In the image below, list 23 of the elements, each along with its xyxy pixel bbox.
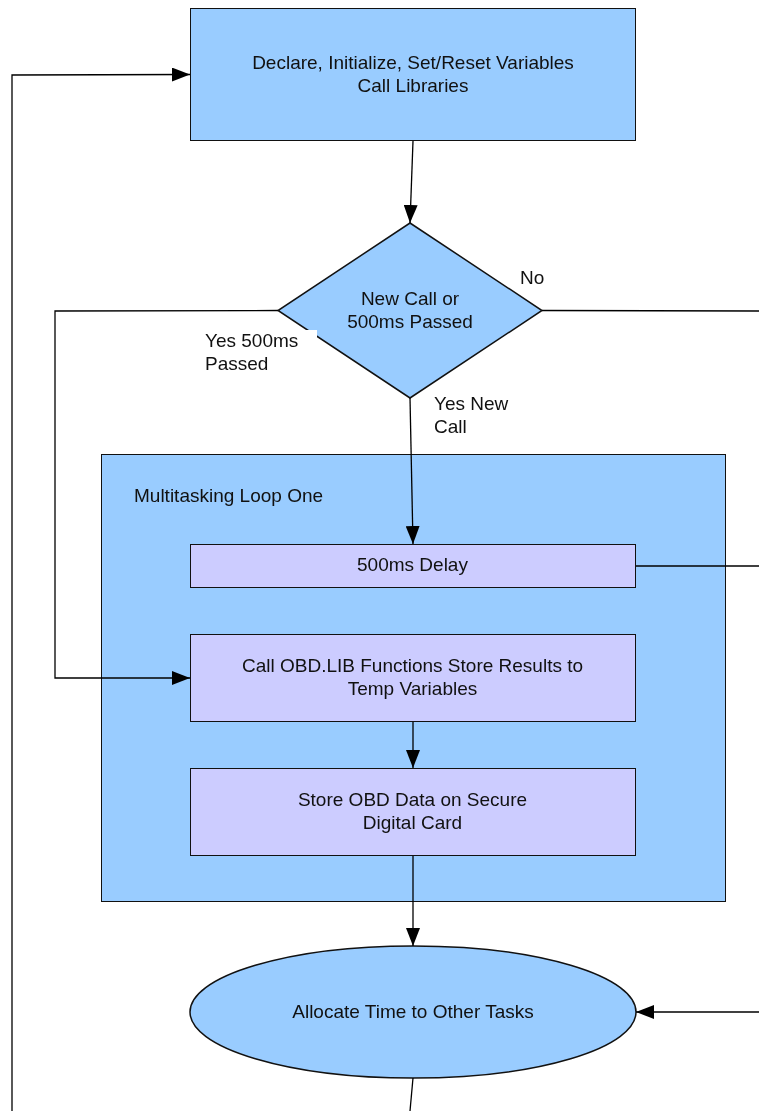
group-title: Multitasking Loop One (134, 485, 324, 508)
process-box (189, 543, 636, 588)
node-label: New Call or 500ms Passed (346, 287, 474, 334)
node-label: Call OBD.LIB Functions Store Results to Temp Variables (240, 654, 585, 701)
connector-line (541, 309, 759, 312)
arrow (406, 855, 420, 947)
arrow (406, 721, 420, 769)
process-box (190, 8, 636, 141)
connector-line (635, 565, 759, 567)
arrow (54, 309, 279, 685)
arrow (403, 140, 418, 224)
node-label: Declare, Initialize, Set/Reset Variables Call Libraries (251, 51, 575, 98)
connector-line (409, 1077, 414, 1111)
node-label: Allocate Time to Other Tasks (292, 1000, 534, 1024)
node-label: Store OBD Data on Secure Digital Card (297, 788, 528, 835)
group-box (101, 454, 726, 902)
arrow (635, 1005, 759, 1019)
node-label: 500ms Delay (357, 554, 468, 577)
process-box (189, 633, 636, 722)
terminator-ellipse (190, 946, 636, 1078)
arrow (405, 397, 420, 545)
process-box (189, 767, 636, 856)
arrow (11, 67, 191, 1111)
